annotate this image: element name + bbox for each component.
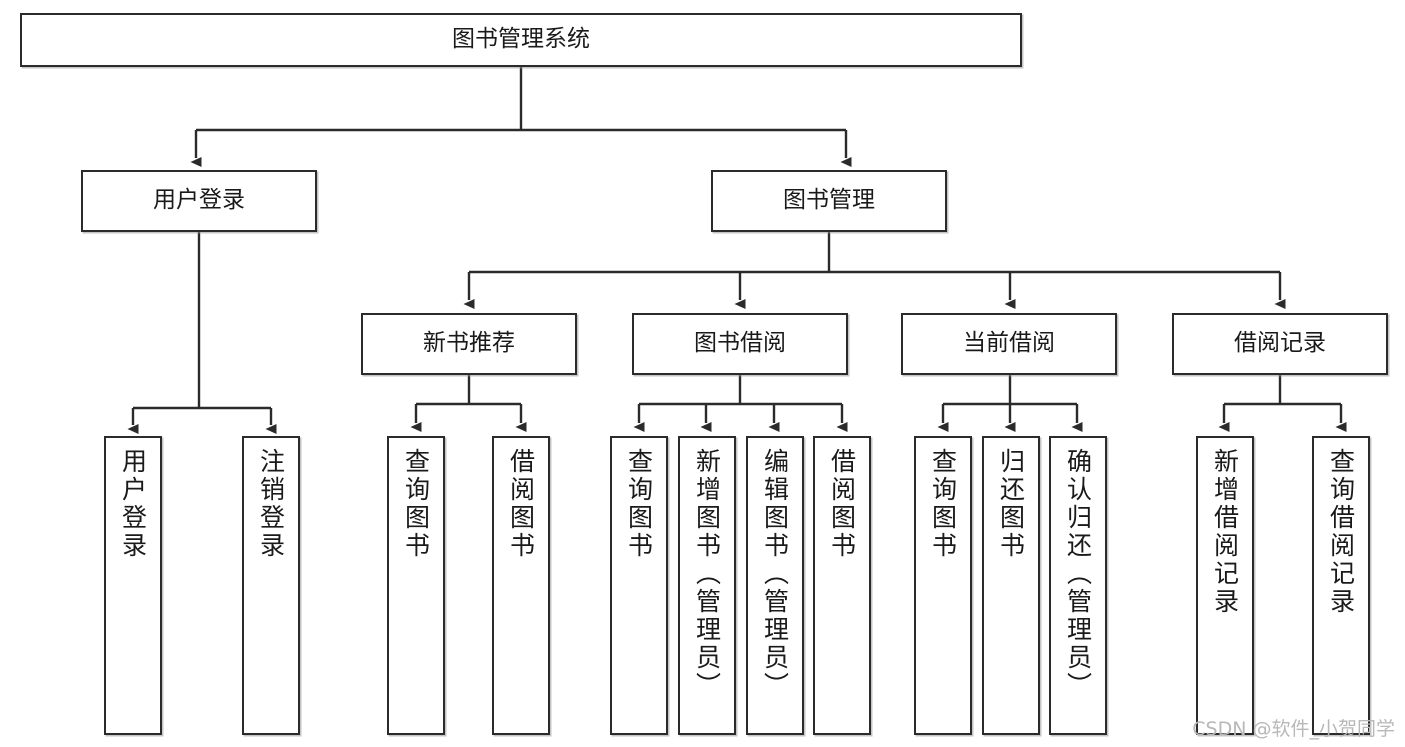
leaf-borrow-book-recommend[interactable]: 借阅图书 [492, 436, 550, 735]
node-new-book-recommend[interactable]: 新书推荐 [361, 313, 577, 375]
node-label: 注销登录 [256, 448, 286, 560]
node-root-system[interactable]: 图书管理系统 [20, 13, 1022, 67]
node-book-management[interactable]: 图书管理 [711, 170, 947, 232]
node-label: 用户登录 [118, 448, 148, 560]
node-label: 新增图书（管理员） [692, 448, 722, 700]
node-book-borrow[interactable]: 图书借阅 [632, 313, 848, 375]
node-label: 新书推荐 [423, 330, 515, 357]
leaf-query-borrow-record[interactable]: 查询借阅记录 [1312, 436, 1370, 735]
node-label: 新增借阅记录 [1210, 448, 1240, 616]
node-borrow-records[interactable]: 借阅记录 [1172, 313, 1388, 375]
leaf-borrow-book[interactable]: 借阅图书 [813, 436, 871, 735]
node-current-borrow[interactable]: 当前借阅 [901, 313, 1117, 375]
node-label: 借阅图书 [506, 448, 536, 560]
node-label: 确认归还（管理员） [1063, 448, 1093, 700]
node-label: 借阅图书 [827, 448, 857, 560]
node-label: 编辑图书（管理员） [760, 448, 790, 700]
leaf-confirm-return-admin[interactable]: 确认归还（管理员） [1049, 436, 1107, 735]
node-user-login[interactable]: 用户登录 [81, 170, 317, 232]
leaf-query-book-borrow[interactable]: 查询图书 [610, 436, 668, 735]
node-label: 查询图书 [624, 448, 654, 560]
leaf-add-book-admin[interactable]: 新增图书（管理员） [678, 436, 736, 735]
leaf-edit-book-admin[interactable]: 编辑图书（管理员） [746, 436, 804, 735]
leaf-add-borrow-record[interactable]: 新增借阅记录 [1196, 436, 1254, 735]
node-label: 当前借阅 [963, 330, 1055, 357]
node-label: 图书借阅 [694, 330, 786, 357]
leaf-return-book[interactable]: 归还图书 [982, 436, 1040, 735]
node-label: 查询图书 [928, 448, 958, 560]
node-label: 归还图书 [996, 448, 1026, 560]
node-label: 查询图书 [401, 448, 431, 560]
leaf-user-login[interactable]: 用户登录 [104, 436, 162, 735]
node-label: 图书管理 [783, 187, 875, 214]
leaf-logout[interactable]: 注销登录 [242, 436, 300, 735]
node-label: 借阅记录 [1234, 330, 1326, 357]
leaf-query-book-recommend[interactable]: 查询图书 [387, 436, 445, 735]
leaf-query-book-current[interactable]: 查询图书 [914, 436, 972, 735]
node-label: 用户登录 [153, 187, 245, 214]
node-label: 查询借阅记录 [1326, 448, 1356, 616]
node-label: 图书管理系统 [452, 26, 590, 53]
watermark-text: CSDN @软件_小贺同学 [1192, 718, 1395, 740]
